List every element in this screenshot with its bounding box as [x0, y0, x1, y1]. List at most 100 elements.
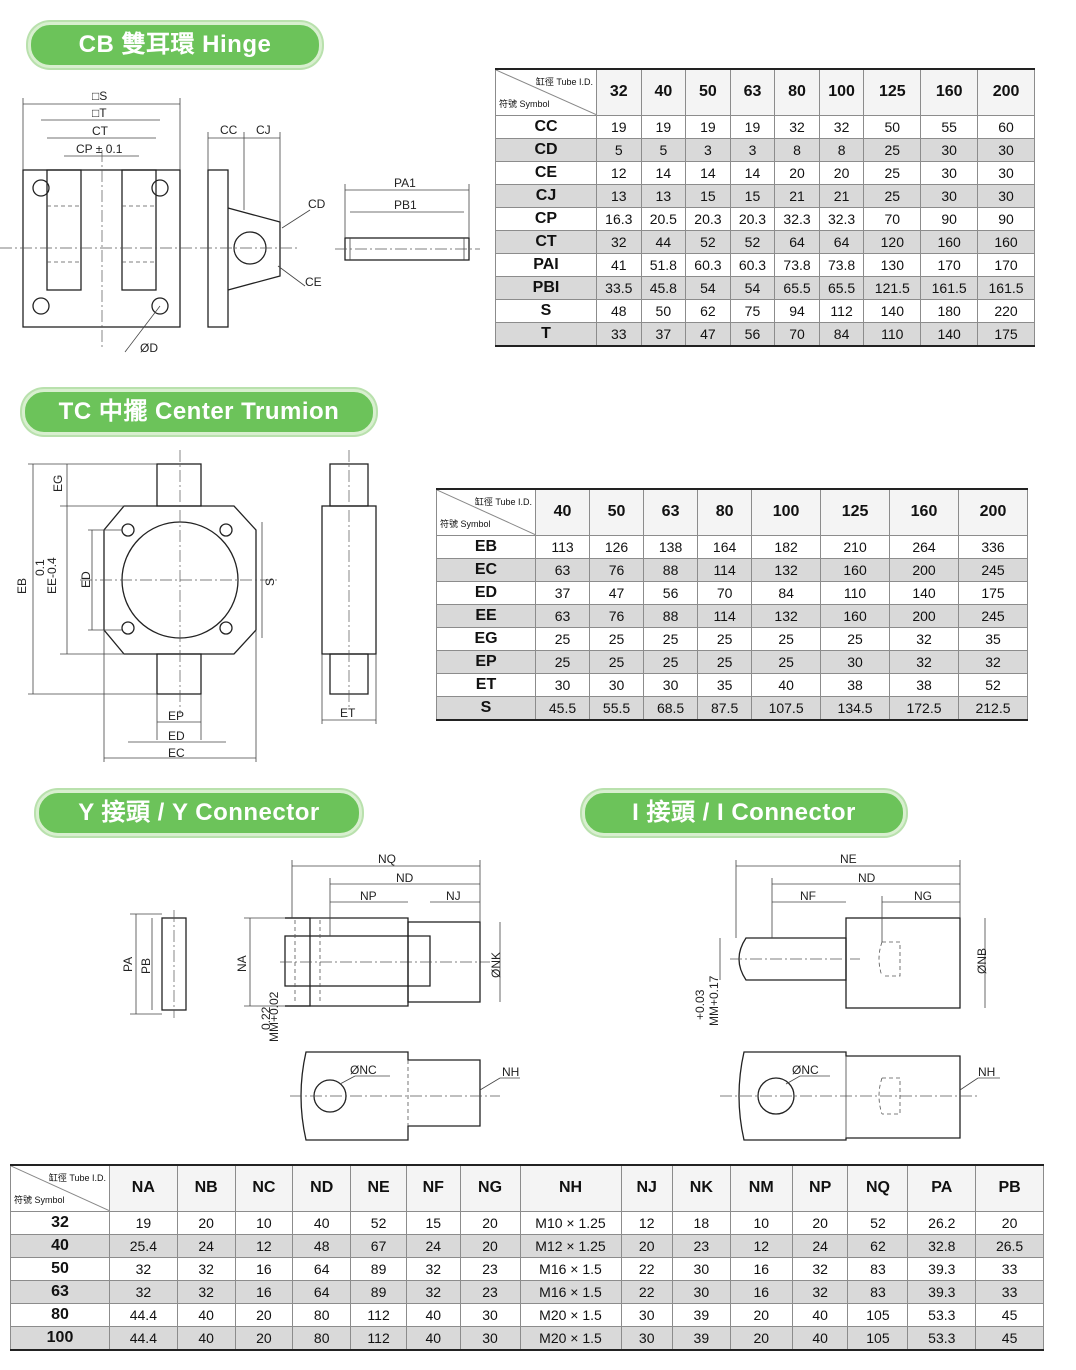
- column-header: 200: [977, 68, 1035, 116]
- cb-dim-ce: CE: [305, 275, 322, 289]
- i-dim-mm-tol: +0.03: [693, 989, 707, 1020]
- table-cell: 3: [685, 137, 731, 162]
- row-symbol: 32: [10, 1210, 110, 1235]
- table-cell: 114: [697, 603, 753, 628]
- table-cell: 50: [640, 298, 687, 323]
- table-cell: 63: [534, 557, 591, 582]
- table-cell: 138: [643, 534, 699, 559]
- table-cell: 134.5: [820, 695, 891, 720]
- i-dim-nd: ND: [858, 871, 876, 885]
- table-cell: 20: [729, 1325, 793, 1350]
- table-cell: 13: [596, 183, 642, 208]
- table-cell: 35: [697, 672, 753, 697]
- table-cell: 62: [847, 1233, 909, 1258]
- table-cell: 12: [620, 1210, 673, 1235]
- cb-dim-s: □S: [92, 89, 107, 103]
- table-cell: 264: [889, 534, 959, 559]
- column-header: 50: [685, 68, 731, 116]
- table-cell: 32: [889, 649, 959, 674]
- table-cell: 175: [977, 321, 1035, 346]
- table-cell: 20: [729, 1302, 793, 1327]
- table-cell: 105: [847, 1325, 909, 1350]
- table-cell: 54: [729, 275, 776, 300]
- table-cell: 26.5: [975, 1233, 1044, 1258]
- table-cell: M10 × 1.25: [519, 1210, 622, 1235]
- table-cell: 182: [751, 534, 822, 559]
- table-cell: 20: [620, 1233, 673, 1258]
- table-cell: 105: [847, 1302, 909, 1327]
- y-dim-nj: NJ: [446, 889, 461, 903]
- table-cell: 39: [671, 1325, 731, 1350]
- row-symbol: CE: [495, 160, 597, 185]
- table-cell: 160: [820, 557, 891, 582]
- table-cell: 175: [957, 580, 1029, 605]
- table-cell: 94: [774, 298, 820, 323]
- column-header: 160: [889, 488, 959, 536]
- table-cell: 23: [671, 1233, 731, 1258]
- i-dim-ne: NE: [840, 852, 857, 866]
- table-cell: 16: [234, 1279, 294, 1304]
- table-corner-header: 缸徑 Tube I.D.符號 Symbol: [436, 488, 536, 536]
- row-symbol: CJ: [495, 183, 597, 208]
- table-cell: 25: [863, 160, 922, 185]
- table-cell: 89: [350, 1279, 408, 1304]
- row-symbol: 63: [10, 1279, 110, 1304]
- table-cell: 161.5: [977, 275, 1035, 300]
- table-cell: 62: [685, 298, 731, 323]
- cb-dim-t: □T: [92, 106, 107, 120]
- row-symbol: S: [495, 298, 597, 323]
- table-cell: 84: [818, 321, 865, 346]
- table-cell: 12: [729, 1233, 793, 1258]
- table-cell: M20 × 1.5: [519, 1325, 622, 1350]
- tc-dim-ec: EC: [168, 746, 185, 760]
- table-cell: 30: [671, 1256, 731, 1281]
- table-cell: 45.8: [640, 275, 687, 300]
- table-cell: 170: [977, 252, 1035, 277]
- table-cell: 112: [818, 298, 865, 323]
- row-symbol: ET: [436, 672, 536, 697]
- section-header-cb: CB 雙耳環 Hinge: [28, 22, 322, 68]
- row-symbol: T: [495, 321, 597, 346]
- y-dim-nh: NH: [502, 1065, 519, 1079]
- row-symbol: EB: [436, 534, 536, 559]
- table-cell: 32: [176, 1256, 236, 1281]
- table-cell: 30: [643, 672, 699, 697]
- table-cell: 64: [292, 1256, 352, 1281]
- table-cell: 19: [109, 1210, 178, 1235]
- table-cell: 20: [234, 1302, 294, 1327]
- table-cell: M16 × 1.5: [519, 1279, 622, 1304]
- table-cell: 37: [534, 580, 591, 605]
- cb-dim-d: ØD: [140, 341, 158, 355]
- column-header: NE: [350, 1164, 408, 1212]
- table-cell: 25: [863, 183, 922, 208]
- table-cell: 23: [459, 1256, 521, 1281]
- table-cell: 20: [975, 1210, 1044, 1235]
- row-symbol: CT: [495, 229, 597, 254]
- table-cell: 18: [671, 1210, 731, 1235]
- table-cell: 164: [697, 534, 753, 559]
- table-cell: 39.3: [907, 1279, 977, 1304]
- table-cell: 32: [774, 114, 820, 139]
- table-cell: 32: [791, 1256, 849, 1281]
- table-cell: 14: [685, 160, 731, 185]
- table-cell: 39.3: [907, 1256, 977, 1281]
- row-symbol: EG: [436, 626, 536, 651]
- table-corner-header: 缸徑 Tube I.D.符號 Symbol: [495, 68, 597, 116]
- i-dim-ng: NG: [914, 889, 932, 903]
- table-cell: 20: [234, 1325, 294, 1350]
- table-cell: 140: [889, 580, 959, 605]
- i-dim-nc: ØNC: [792, 1063, 819, 1077]
- column-header: 160: [920, 68, 979, 116]
- table-cell: 25: [534, 626, 591, 651]
- table-cell: 33: [975, 1279, 1044, 1304]
- table-cell: 63: [534, 603, 591, 628]
- cb-dim-pa1: PA1: [394, 176, 416, 190]
- table-cell: 20.3: [729, 206, 776, 231]
- tc-dim-ee-tol: 0.1: [33, 559, 47, 576]
- table-cell: 32: [957, 649, 1029, 674]
- table-cell: 50: [863, 114, 922, 139]
- table-cell: 20.5: [640, 206, 687, 231]
